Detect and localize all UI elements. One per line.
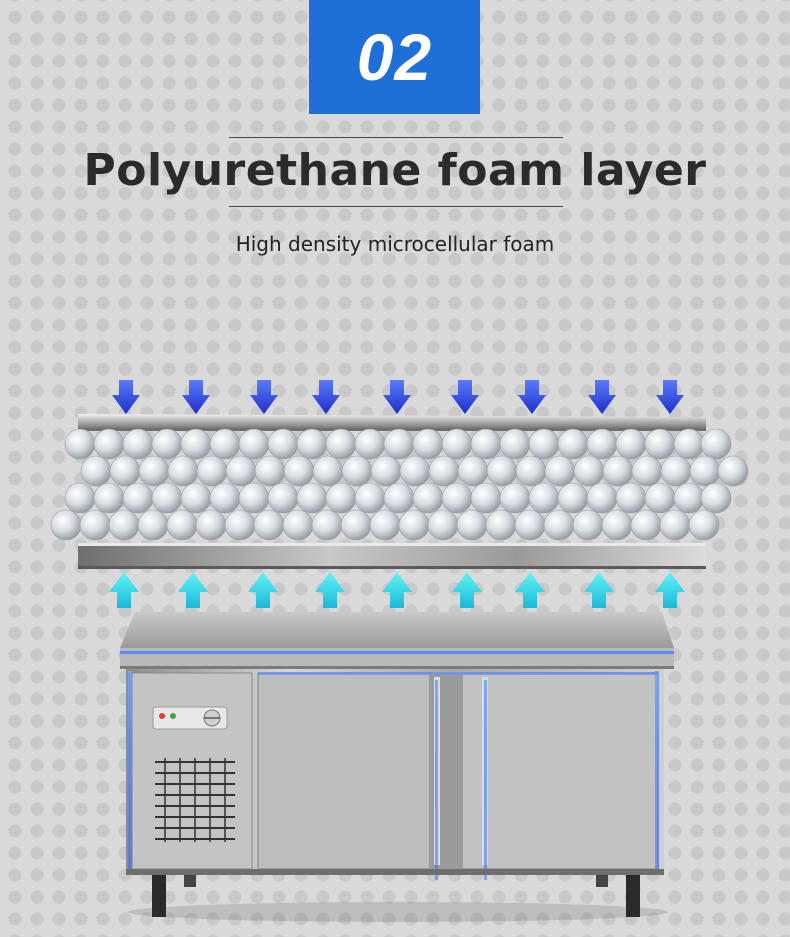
down-arrow-icon [588, 380, 616, 414]
title-rule-top [229, 137, 563, 138]
up-arrow-icon [109, 572, 139, 608]
page-title: Polyurethane foam layer [83, 145, 707, 196]
left-door [257, 672, 431, 870]
up-arrow-icon [452, 572, 482, 608]
foam-insulation-illustration [50, 380, 749, 922]
down-arrow-icon [250, 380, 278, 414]
down-arrow-icon [518, 380, 546, 414]
top-steel-plate [78, 414, 706, 431]
section-number: 02 [356, 20, 433, 94]
pressure-arrows-bottom [109, 572, 685, 608]
pressure-arrows-top [112, 380, 684, 414]
leg [596, 875, 608, 887]
down-arrow-icon [182, 380, 210, 414]
bottom-steel-plate [78, 543, 706, 569]
indicator-light-red [159, 713, 165, 719]
up-arrow-icon [315, 572, 345, 608]
section-number-badge: 02 [309, 0, 480, 114]
page-subtitle: High density microcellular foam [235, 232, 555, 256]
up-arrow-icon [515, 572, 545, 608]
title-rule-bottom [229, 206, 563, 207]
refrigerator-cabinet [120, 612, 674, 922]
foam-cells [50, 428, 749, 541]
leg [152, 875, 166, 917]
down-arrow-icon [312, 380, 340, 414]
down-arrow-icon [656, 380, 684, 414]
leg [626, 875, 640, 917]
control-panel [131, 672, 253, 870]
up-arrow-icon [178, 572, 208, 608]
leg [184, 875, 196, 887]
up-arrow-icon [584, 572, 614, 608]
down-arrow-icon [383, 380, 411, 414]
down-arrow-icon [112, 380, 140, 414]
indicator-light-green [170, 713, 176, 719]
down-arrow-icon [451, 380, 479, 414]
up-arrow-icon [382, 572, 412, 608]
up-arrow-icon [655, 572, 685, 608]
right-door [461, 672, 659, 870]
up-arrow-icon [248, 572, 278, 608]
